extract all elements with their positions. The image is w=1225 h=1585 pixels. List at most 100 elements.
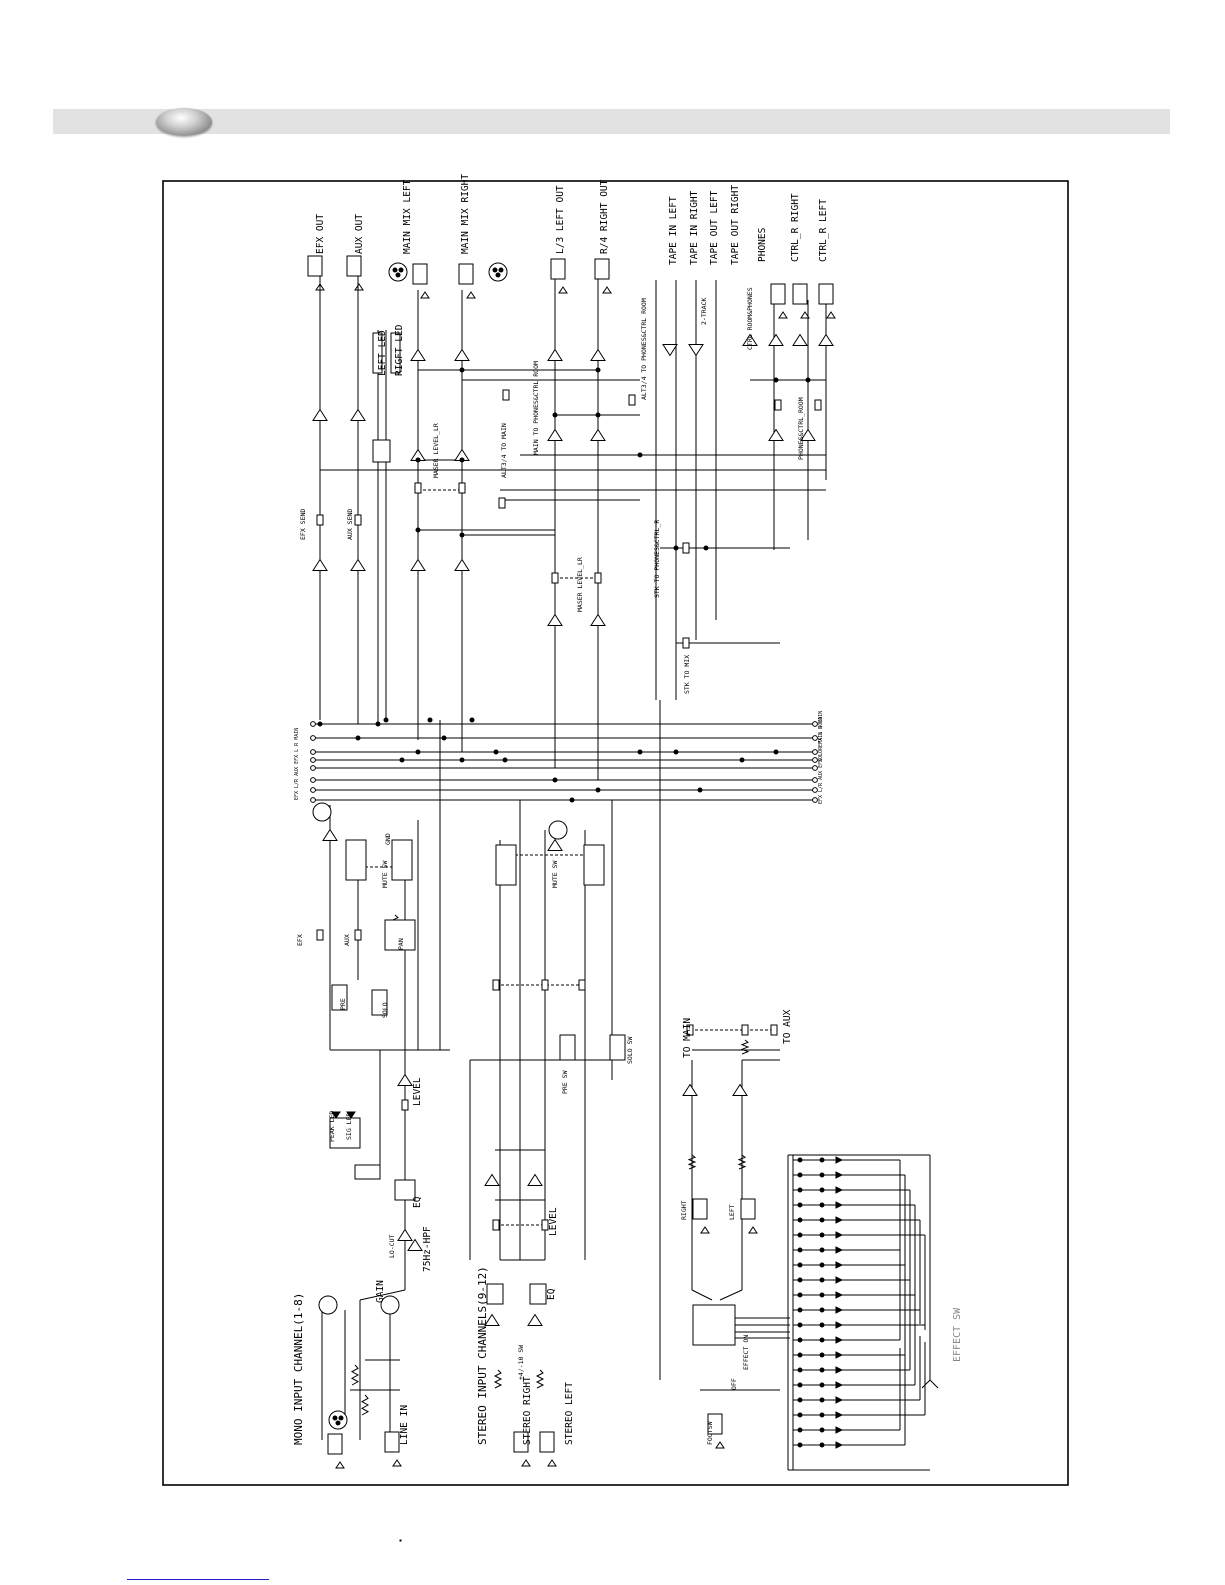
label-bus-left-bottom: EFX L/R AUX EFX L R MAIN SOLO	[818, 717, 824, 804]
bus-terminal	[310, 765, 316, 771]
alt-left-jack	[550, 258, 566, 280]
label-bus-left-top: EFX L/R AUX EFX L R MAIN	[294, 728, 300, 800]
wire	[719, 1289, 743, 1301]
junction-dot	[797, 1367, 803, 1373]
junction-dot	[399, 757, 405, 763]
junction-dot	[819, 1172, 825, 1178]
bus-terminal	[812, 787, 818, 793]
resistor-zigzag	[740, 1039, 750, 1055]
resistor-symbol	[458, 482, 466, 494]
led-frame	[329, 1117, 361, 1149]
xlr-connector-icon	[388, 262, 408, 282]
amplifier-symbol	[768, 428, 784, 441]
junction-dot	[459, 532, 465, 538]
xlr-connector-icon	[328, 1410, 348, 1430]
effect-right-jack	[692, 1198, 708, 1220]
amplifier-symbol	[590, 348, 606, 361]
header-orb-icon	[156, 108, 212, 136]
junction-dot	[332, 1415, 338, 1421]
bus-terminal	[310, 735, 316, 741]
ground-icon	[748, 1226, 758, 1234]
junction-dot	[819, 1352, 825, 1358]
junction-dot	[797, 1337, 803, 1343]
amplifier-symbol	[818, 333, 834, 346]
bus-terminal	[310, 749, 316, 755]
bus-terminal	[812, 757, 818, 763]
label-gain: GAIN	[375, 1280, 386, 1303]
junction-dot	[797, 1202, 803, 1208]
eq-box-left	[529, 1283, 547, 1305]
amplifier-symbol	[590, 613, 606, 626]
junction-dot	[552, 777, 558, 783]
amplifier-symbol	[768, 333, 784, 346]
junction-dot	[819, 1322, 825, 1328]
label-ctrl-r-left: CTRL_R LEFT	[818, 199, 829, 262]
label-main-to-phones: MAIN TO PHONES&CTRL ROOM	[532, 361, 540, 455]
bus-terminal	[310, 777, 316, 783]
resistor-symbol	[492, 1219, 500, 1231]
ground-icon	[547, 1459, 557, 1467]
diode-icon	[835, 1216, 844, 1224]
resistor-zigzag	[737, 1154, 747, 1170]
junction-dot	[697, 787, 703, 793]
junction-dot	[392, 267, 398, 273]
junction-dot	[355, 735, 361, 741]
diode-icon	[835, 1351, 844, 1359]
diode-icon	[835, 1426, 844, 1434]
diagram-frame	[162, 180, 1069, 1486]
label-aux-out: AUX OUT	[354, 214, 365, 254]
label-level: LEVEL	[412, 1077, 423, 1106]
amplifier-symbol	[682, 1083, 698, 1096]
resistor-symbol	[316, 514, 324, 526]
transistor-icon	[380, 1295, 400, 1315]
label-stk-to-mix: STK TO MIX	[683, 655, 691, 694]
label-eq-stereo: EQ	[546, 1288, 557, 1300]
junction-dot	[797, 1442, 803, 1448]
resistor-symbol	[541, 979, 549, 991]
resistor-symbol	[492, 979, 500, 991]
junction-dot	[637, 452, 643, 458]
label-eq: EQ	[412, 1196, 423, 1208]
eq-box-right	[486, 1283, 504, 1305]
ground-icon	[558, 286, 568, 294]
hpf-switch-box	[354, 1164, 381, 1180]
transistor-icon	[318, 1295, 338, 1315]
resistor-symbol	[770, 1024, 778, 1036]
resistor-symbol	[541, 1219, 549, 1231]
junction-dot	[595, 412, 601, 418]
main-left-jack	[412, 263, 428, 285]
ground-icon	[315, 283, 325, 291]
label-line-in: LINE IN	[399, 1405, 410, 1445]
amplifier-symbol	[312, 558, 328, 571]
diode-icon	[835, 1441, 844, 1449]
label-main-mix-right: MAIN MIX RIGHT	[460, 174, 471, 254]
solo-sw-box	[609, 1034, 626, 1061]
junction-dot	[797, 1382, 803, 1388]
junction-dot	[441, 735, 447, 741]
stereo-left-jack	[539, 1431, 555, 1453]
diode-icon	[835, 1246, 844, 1254]
ground-icon	[335, 1461, 345, 1469]
label-effect-sw: EFFECT SW	[952, 1307, 963, 1362]
diode-icon	[835, 1321, 844, 1329]
junction-dot	[797, 1262, 803, 1268]
label-mono-input-channel: MONO INPUT CHANNEL(1-8)	[292, 1293, 305, 1445]
ground-icon	[826, 311, 836, 319]
junction-dot	[797, 1322, 803, 1328]
amplifier-symbol	[350, 558, 366, 571]
resistor-symbol	[578, 979, 586, 991]
label-sig-led: SIG LED	[345, 1113, 353, 1140]
diode-icon	[835, 1411, 844, 1419]
amplifier-symbol	[732, 1083, 748, 1096]
junction-dot	[797, 1157, 803, 1163]
led-icon	[346, 1111, 356, 1119]
junction-dot	[502, 757, 508, 763]
bus-terminal	[310, 797, 316, 803]
resistor-zigzag	[360, 1394, 370, 1416]
label-to-aux: TO AUX	[782, 1009, 793, 1044]
label-to-main: TO MAIN	[682, 1018, 693, 1058]
label-alt24-right-out: R/4 RIGHT OUT	[599, 179, 610, 254]
resistor-zigzag	[535, 1369, 545, 1389]
junction-dot	[395, 272, 401, 278]
phones-jack	[770, 283, 786, 305]
